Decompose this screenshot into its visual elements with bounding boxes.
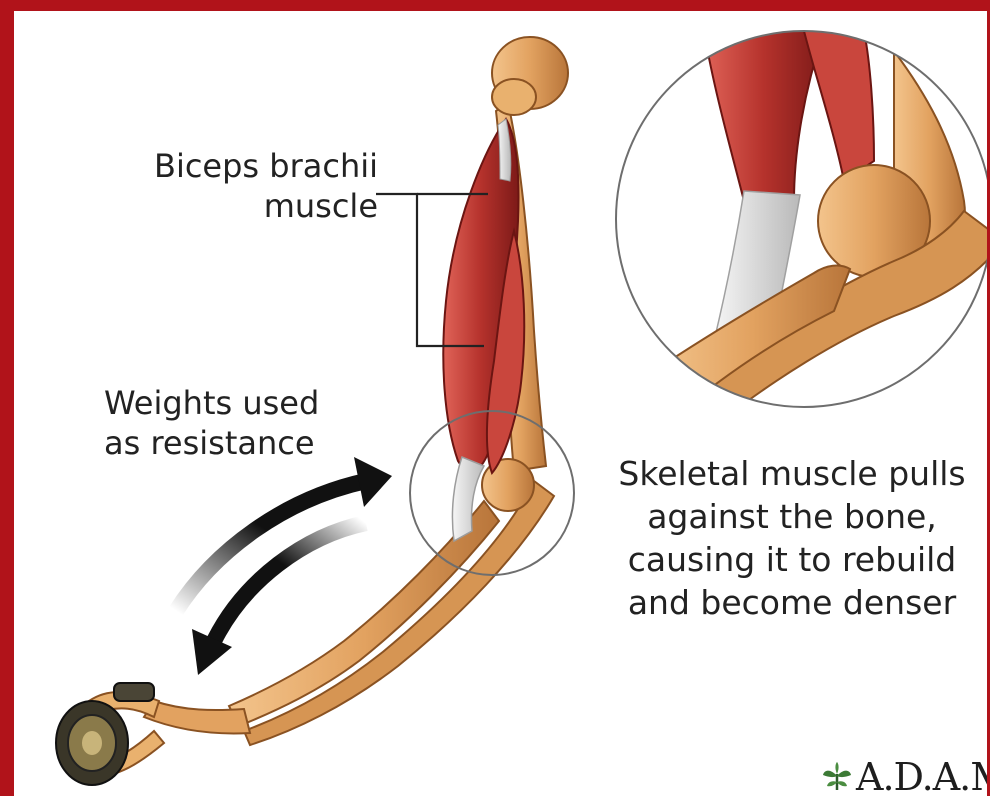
caption-line-1: Skeletal muscle pulls bbox=[602, 452, 982, 495]
forearm-bones bbox=[229, 459, 554, 745]
weights-label: Weights used as resistance bbox=[104, 383, 344, 463]
biceps-label-line-2: muscle bbox=[118, 186, 378, 226]
hand-and-dumbbell bbox=[56, 683, 250, 785]
caption-line-4: and become denser bbox=[602, 581, 982, 624]
adam-logo-text: A.D.A.M. bbox=[856, 755, 990, 796]
caption: Skeletal muscle pulls against the bone, … bbox=[602, 452, 982, 624]
weights-label-line-1: Weights used bbox=[104, 383, 344, 423]
biceps-label: Biceps brachii muscle bbox=[118, 146, 378, 226]
caption-line-2: against the bone, bbox=[602, 495, 982, 538]
caption-line-3: causing it to rebuild bbox=[602, 538, 982, 581]
adam-leaf-icon bbox=[820, 760, 854, 794]
adam-logo: A.D.A.M. bbox=[820, 755, 990, 796]
biceps-label-line-1: Biceps brachii bbox=[118, 146, 378, 186]
weights-label-line-2: as resistance bbox=[104, 423, 344, 463]
elbow-zoom-inset bbox=[616, 31, 990, 411]
